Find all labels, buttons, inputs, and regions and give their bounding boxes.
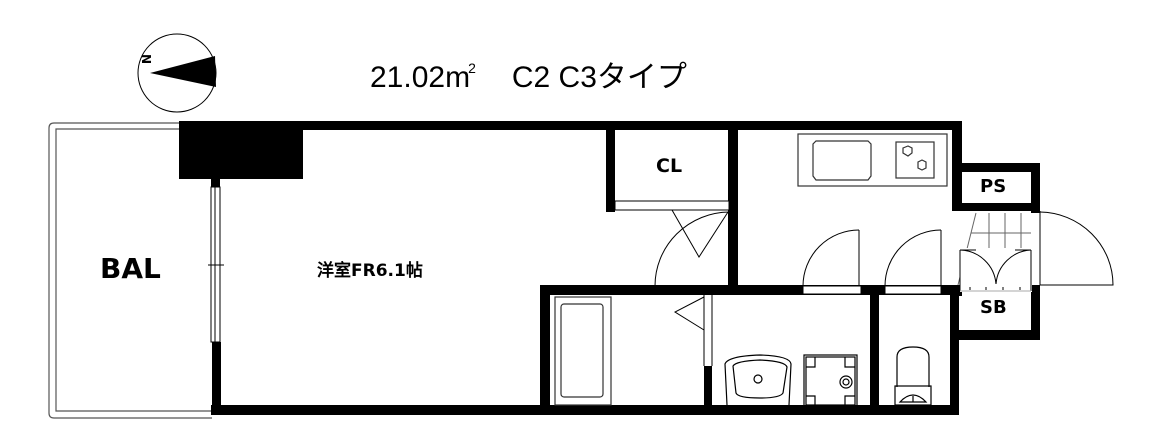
walls bbox=[179, 121, 1040, 415]
area-unit-sup: 2 bbox=[468, 60, 476, 76]
closet-label: CL bbox=[656, 155, 683, 177]
shoe-box-label: SB bbox=[980, 297, 1007, 318]
washbasin bbox=[724, 354, 792, 406]
area-value: 21.02 bbox=[370, 61, 446, 94]
area-unit: m bbox=[445, 61, 471, 94]
north-label: N bbox=[139, 53, 154, 65]
plan-title: 21.02m2 C2 C3タイプ bbox=[370, 52, 687, 96]
balcony-outline bbox=[48, 122, 212, 419]
shoebox-doors bbox=[959, 248, 1032, 292]
balcony-label: BAL bbox=[100, 252, 161, 285]
pipe-space-label: PS bbox=[980, 176, 1007, 197]
toilet bbox=[894, 346, 932, 406]
north-arrow-icon bbox=[137, 33, 217, 113]
doors bbox=[802, 211, 1114, 295]
bathtub bbox=[554, 296, 612, 406]
washer-pan bbox=[803, 354, 858, 408]
western-room-label: 洋室FR6.1帖 bbox=[317, 261, 423, 281]
kitchen-counter bbox=[797, 133, 948, 187]
bathroom-door bbox=[673, 295, 713, 366]
unit-types: C2 C3タイプ bbox=[511, 61, 687, 94]
closet-door bbox=[614, 200, 736, 287]
balcony-window bbox=[208, 186, 224, 343]
